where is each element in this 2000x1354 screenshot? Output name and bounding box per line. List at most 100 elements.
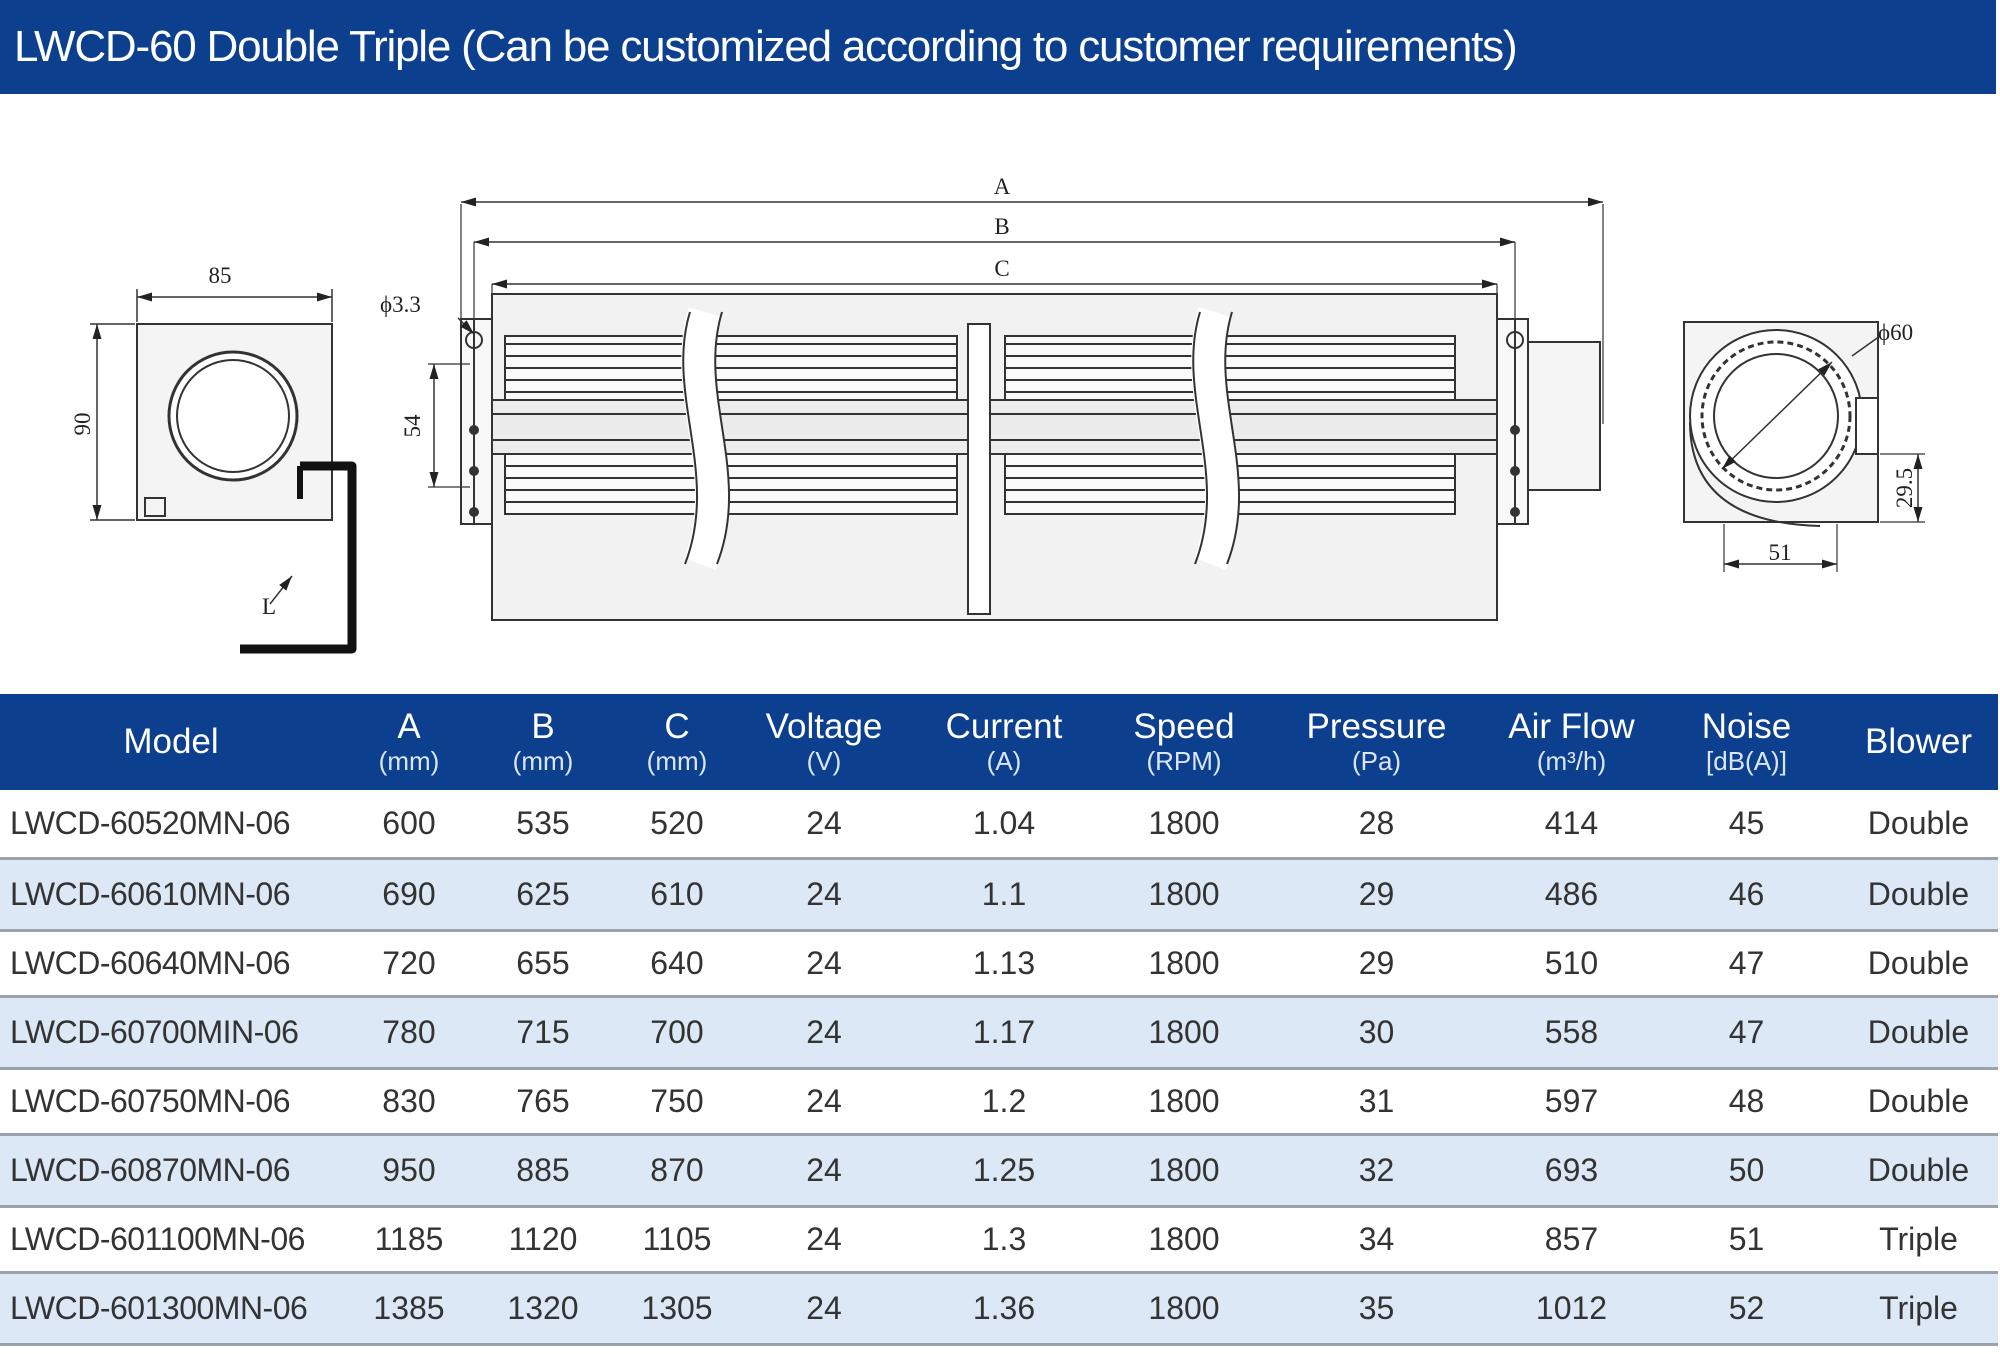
table-cell: 750 — [610, 1068, 744, 1136]
table-cell-model: LWCD-60870MN-06 — [0, 1134, 342, 1208]
table-cell: Double — [1839, 996, 1998, 1070]
table-cell: 47 — [1654, 996, 1839, 1070]
table-cell: 45 — [1654, 790, 1839, 860]
table-cell: 414 — [1489, 790, 1654, 860]
table-cell: 24 — [744, 1134, 904, 1208]
end-view-left — [90, 289, 357, 654]
side-view-main — [428, 197, 1604, 621]
table-header-row: Model A(mm) B(mm) C(mm) Voltage(V) Curre… — [0, 694, 1998, 790]
table-cell: 24 — [744, 996, 904, 1070]
table-cell: 1320 — [476, 1272, 610, 1346]
table-cell: 1.13 — [904, 930, 1104, 998]
col-header-blower: Blower — [1839, 694, 1998, 790]
table-cell: 1.1 — [904, 858, 1104, 932]
table-cell: 1800 — [1104, 996, 1264, 1070]
table-cell: 1185 — [342, 1206, 476, 1274]
table-cell: 1.17 — [904, 996, 1104, 1070]
dim-54-label: 54 — [400, 414, 425, 438]
table-cell: 1800 — [1104, 930, 1264, 998]
table-cell: 625 — [476, 858, 610, 932]
table-cell: 780 — [342, 996, 476, 1070]
col-header-noise: Noise[dB(A)] — [1654, 694, 1839, 790]
table-cell: 1120 — [476, 1206, 610, 1274]
table-cell: 24 — [744, 858, 904, 932]
table-cell: 24 — [744, 1068, 904, 1136]
col-header-air-flow: Air Flow(m³/h) — [1489, 694, 1654, 790]
table-cell: 885 — [476, 1134, 610, 1208]
table-cell: 30 — [1264, 996, 1489, 1070]
table-cell: 1.04 — [904, 790, 1104, 860]
table-cell: 610 — [610, 858, 744, 932]
table-cell: 1.25 — [904, 1134, 1104, 1208]
table-cell: 1800 — [1104, 1134, 1264, 1208]
table-cell: 720 — [342, 930, 476, 998]
table-cell: 47 — [1654, 930, 1839, 998]
table-cell: 640 — [610, 930, 744, 998]
table-cell: 1.2 — [904, 1068, 1104, 1136]
table-cell: 46 — [1654, 858, 1839, 932]
col-header-pressure: Pressure(Pa) — [1264, 694, 1489, 790]
table-cell: 1.3 — [904, 1206, 1104, 1274]
table-cell: 655 — [476, 930, 610, 998]
table-cell-model: LWCD-60520MN-06 — [0, 790, 342, 860]
table-cell: 950 — [342, 1134, 476, 1208]
table-cell: 1800 — [1104, 1272, 1264, 1346]
col-header-model: Model — [0, 694, 342, 790]
technical-drawing: 85 90 L — [0, 94, 2000, 694]
table-cell: 690 — [342, 858, 476, 932]
table-cell: 52 — [1654, 1272, 1839, 1346]
col-header-a: A(mm) — [342, 694, 476, 790]
table-cell: 870 — [610, 1134, 744, 1208]
specification-table: Model A(mm) B(mm) C(mm) Voltage(V) Curre… — [0, 694, 1998, 1346]
table-cell: 558 — [1489, 996, 1654, 1070]
table-cell: Double — [1839, 858, 1998, 932]
table-cell: 51 — [1654, 1206, 1839, 1274]
table-cell-model: LWCD-601100MN-06 — [0, 1206, 342, 1274]
dimension-drawing-svg: 85 90 L — [70, 174, 1925, 654]
dim-A-label: A — [994, 174, 1011, 199]
page-title: LWCD-60 Double Triple (Can be customized… — [0, 0, 1996, 94]
table-cell-model: LWCD-60750MN-06 — [0, 1068, 342, 1136]
table-cell: 1800 — [1104, 1206, 1264, 1274]
table-cell: 535 — [476, 790, 610, 860]
table-cell: 510 — [1489, 930, 1654, 998]
table-cell: 28 — [1264, 790, 1489, 860]
col-header-speed: Speed(RPM) — [1104, 694, 1264, 790]
table-cell-model: LWCD-60700MIN-06 — [0, 996, 342, 1070]
table-cell: 48 — [1654, 1068, 1839, 1136]
dim-phi60-label: ϕ60 — [1878, 320, 1913, 345]
table-cell: 486 — [1489, 858, 1654, 932]
dim-C-label: C — [994, 256, 1009, 281]
table-cell: 700 — [610, 996, 744, 1070]
table-cell: 1305 — [610, 1272, 744, 1346]
table-cell: 1800 — [1104, 790, 1264, 860]
table-cell: 1385 — [342, 1272, 476, 1346]
table-cell: 830 — [342, 1068, 476, 1136]
dim-B-label: B — [994, 214, 1009, 239]
table-cell: 600 — [342, 790, 476, 860]
table-cell: Triple — [1839, 1272, 1998, 1346]
table-cell: 1012 — [1489, 1272, 1654, 1346]
table-cell: 520 — [610, 790, 744, 860]
table-cell: 715 — [476, 996, 610, 1070]
table-cell: Double — [1839, 1068, 1998, 1136]
table-cell: Triple — [1839, 1206, 1998, 1274]
table-cell: 32 — [1264, 1134, 1489, 1208]
table-cell: 29 — [1264, 858, 1489, 932]
col-header-b: B(mm) — [476, 694, 610, 790]
col-header-c: C(mm) — [610, 694, 744, 790]
dim-51-label: 51 — [1769, 540, 1792, 565]
table-cell-model: LWCD-60610MN-06 — [0, 858, 342, 932]
end-view-right — [1683, 321, 1925, 572]
dim-phi33-label: ϕ3.3 — [380, 292, 421, 317]
table-cell: 1800 — [1104, 1068, 1264, 1136]
table-cell: 1800 — [1104, 858, 1264, 932]
table-cell: 24 — [744, 790, 904, 860]
